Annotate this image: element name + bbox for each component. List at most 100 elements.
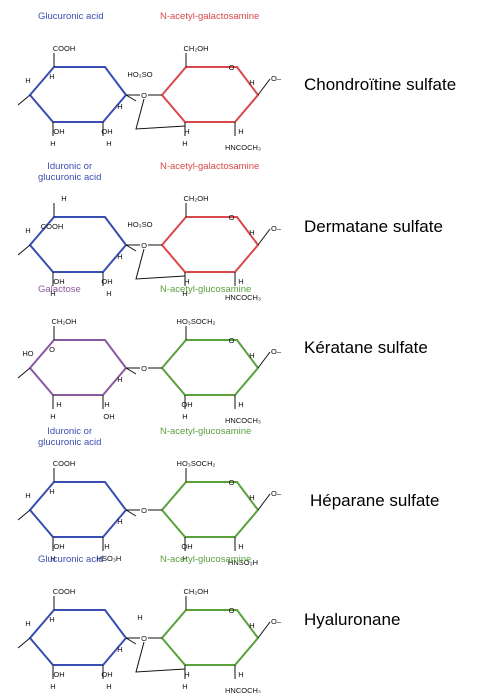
left-ring-label: H [117, 375, 122, 384]
right-ring-label: H [182, 554, 187, 563]
right-ring-label: H [184, 670, 189, 679]
left-ring-label: H [50, 412, 55, 421]
left-ring-label: COOH [53, 44, 76, 53]
right-ring-label: H [238, 542, 243, 551]
left-sugar-title: Glucuronic acid [38, 11, 104, 22]
right-ring-label: CH₂OH [184, 587, 209, 596]
left-sugar-title: Iduronic or glucuronic acid [38, 161, 102, 183]
right-ring-label: HNSO₃H [228, 558, 258, 567]
right-ring-label: CH₂OH [184, 194, 209, 203]
right-sugar-title: N-acetyl-galactosamine [160, 161, 260, 172]
left-ring-label: H [49, 487, 54, 496]
left-ring-label: H [25, 226, 30, 235]
gag-name: Hyaluronane [304, 610, 401, 629]
ring-oxygen: O [229, 478, 235, 487]
left-ring-label: OH [53, 127, 64, 136]
left-ring-label: H [25, 491, 30, 500]
left-ring-label: H [104, 542, 109, 551]
right-ring-label: HNCOCH₃ [225, 143, 261, 152]
left-ring-label: H [25, 76, 30, 85]
gag-name: Héparane sulfate [310, 491, 440, 510]
left-ring-label: H [117, 645, 122, 654]
left-ring-label: H [104, 400, 109, 409]
right-ring-label: O– [271, 224, 282, 233]
right-ring-label: H [249, 351, 254, 360]
ring-oxygen: O [229, 213, 235, 222]
left-ring-label: OH [53, 542, 64, 551]
left-ring-label: H [49, 615, 54, 624]
right-ring-label: HNCOCH₃ [225, 416, 261, 425]
left-ring-label: OH [53, 277, 64, 286]
left-ring-label: OH [101, 127, 112, 136]
right-ring-label: H [182, 139, 187, 148]
bridge-oxygen: O [141, 634, 147, 643]
right-ring-label: O– [271, 347, 282, 356]
right-ring-label: H [249, 228, 254, 237]
left-ring-label: O [49, 345, 55, 354]
left-ring-label: HO [22, 349, 33, 358]
gag-name: Kératane sulfate [304, 338, 428, 357]
right-ring-label: HNCOCH₃ [225, 293, 261, 302]
right-ring-label: H [238, 127, 243, 136]
left-sugar-title: Galactose [38, 284, 81, 295]
right-ring-label: OH [181, 400, 192, 409]
glycosidic-link: HO₃SO O [126, 70, 186, 130]
right-ring-label: O– [271, 617, 282, 626]
right-ring-label: HNCOCH₃ [225, 686, 261, 693]
ring-oxygen: O [229, 606, 235, 615]
bridge-oxygen: O [141, 91, 147, 100]
right-ring-label: H [249, 493, 254, 502]
left-ring-label: H [61, 194, 66, 203]
bridge-oxygen: O [141, 241, 147, 250]
gag-name: Dermatane sulfate [304, 217, 443, 236]
glycosidic-link: O [126, 506, 162, 515]
left-ring-label: H [50, 289, 55, 298]
left-sugar-title: Glucuronic acid [38, 554, 104, 565]
right-sugar-title: N-acetyl-glucosamine [160, 554, 252, 565]
gag-name: Chondroïtine sulfate [304, 75, 457, 94]
left-ring-label: OH [103, 412, 114, 421]
right-ring-label: H [182, 289, 187, 298]
left-ring-label: CH₂OH [52, 317, 77, 326]
right-ring-label: H [238, 277, 243, 286]
ring-oxygen: O [229, 336, 235, 345]
ring-oxygen: O [229, 63, 235, 72]
right-sugar-title: N-acetyl-glucosamine [160, 284, 252, 295]
left-ring-label: H [117, 517, 122, 526]
right-ring-label: O– [271, 74, 282, 83]
right-sugar-title: N-acetyl-galactosamine [160, 11, 260, 22]
right-ring-label: H [182, 682, 187, 691]
right-sugar-title: N-acetyl-glucosamine [160, 426, 252, 437]
left-ring-label: HSO₃H [97, 554, 122, 563]
left-ring-label: H [106, 289, 111, 298]
right-ring-label: H [249, 78, 254, 87]
left-ring-label: OH [101, 277, 112, 286]
left-ring-label: H [117, 102, 122, 111]
bridge-oxygen: O [141, 506, 147, 515]
right-ring-label: H [249, 621, 254, 630]
right-ring-label: H [238, 400, 243, 409]
right-ring-label: OH [181, 542, 192, 551]
left-ring-label: H [25, 619, 30, 628]
right-ring-label: CH₂OH [184, 44, 209, 53]
glycosidic-link: HO [126, 613, 186, 673]
link-label: HO₃SO [127, 70, 152, 79]
left-ring-label: OH [101, 670, 112, 679]
left-ring-label: H [117, 252, 122, 261]
right-ring-label: H [238, 670, 243, 679]
bridge-oxygen: O [141, 364, 147, 373]
left-ring-label: COOH [53, 459, 76, 468]
left-ring-label: COOH [53, 587, 76, 596]
right-ring-label: H [184, 277, 189, 286]
right-ring-label: HO₃SOCH₂ [177, 459, 216, 468]
